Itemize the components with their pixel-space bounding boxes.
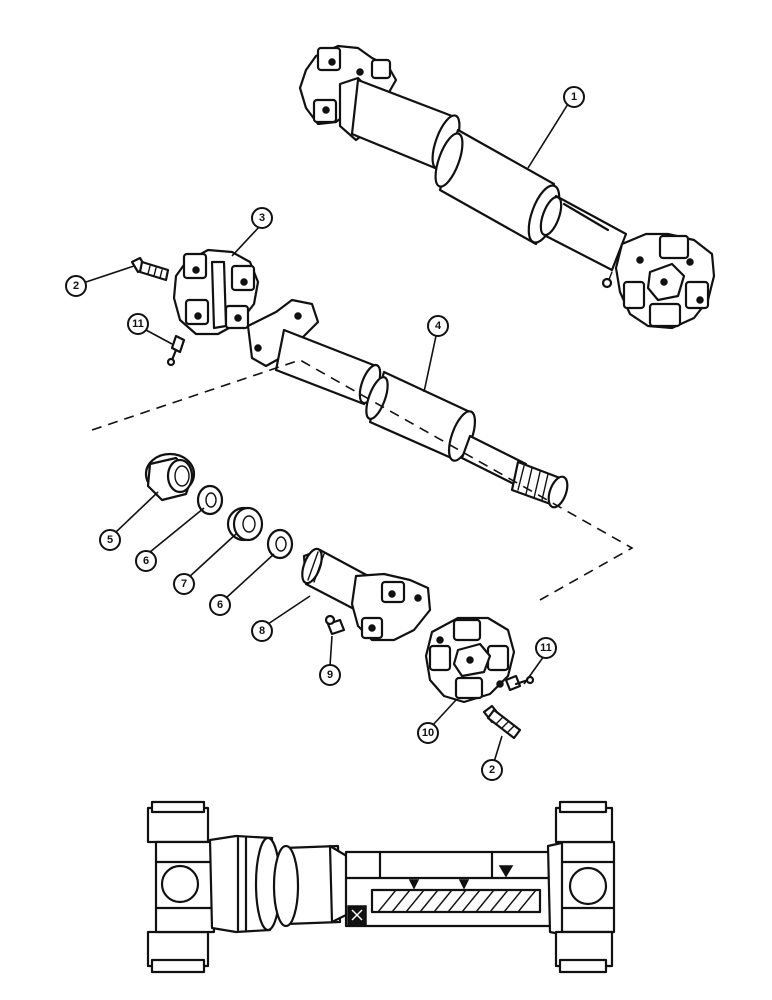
callout-4: 4 [427,315,449,337]
bearing-ring [226,506,264,542]
sectional-view [146,800,616,974]
assembled-drive-shaft [298,44,716,330]
svg-text:8: 8 [259,625,265,637]
callout-3: 3 [251,207,273,229]
svg-text:9: 9 [327,669,333,681]
svg-text:10: 10 [422,727,434,739]
svg-text:6: 6 [217,599,223,611]
svg-text:2: 2 [489,764,495,776]
svg-text:4: 4 [435,320,442,332]
callout-8: 8 [251,620,273,642]
bolt-lower [482,704,522,740]
svg-text:1: 1 [571,91,577,103]
svg-text:7: 7 [181,578,187,590]
callout-2-upper: 2 [65,275,87,297]
svg-text:2: 2 [73,280,79,292]
callout-2-lower: 2 [481,759,503,781]
seal [144,452,196,502]
section-hatching [377,889,537,913]
tube-and-shaft [246,298,569,509]
washer-lower [266,528,294,560]
callout-6-upper: 6 [135,550,157,572]
callout-6-lower: 6 [209,594,231,616]
callout-10: 10 [417,722,439,744]
assembly-group-outline [91,359,634,601]
bolt-upper [130,256,170,282]
callout-11-lower: 11 [535,637,557,659]
slip-yoke [301,547,432,642]
svg-text:3: 3 [259,212,265,224]
washer-upper [196,484,224,516]
grease-fitting-9 [324,614,346,636]
callout-5: 5 [99,529,121,551]
callout-7: 7 [173,573,195,595]
svg-text:5: 5 [107,534,113,546]
svg-text:6: 6 [143,555,149,567]
cross-and-bearing-kit [172,248,260,336]
callout-11-upper: 11 [127,313,149,335]
callout-1: 1 [563,86,585,108]
svg-text:11: 11 [540,642,552,654]
callout-9: 9 [319,664,341,686]
grease-fitting-upper [166,334,186,367]
leader-lines [85,103,569,763]
svg-text:11: 11 [132,318,144,330]
cross-and-bearing-kit-lower [424,616,516,704]
